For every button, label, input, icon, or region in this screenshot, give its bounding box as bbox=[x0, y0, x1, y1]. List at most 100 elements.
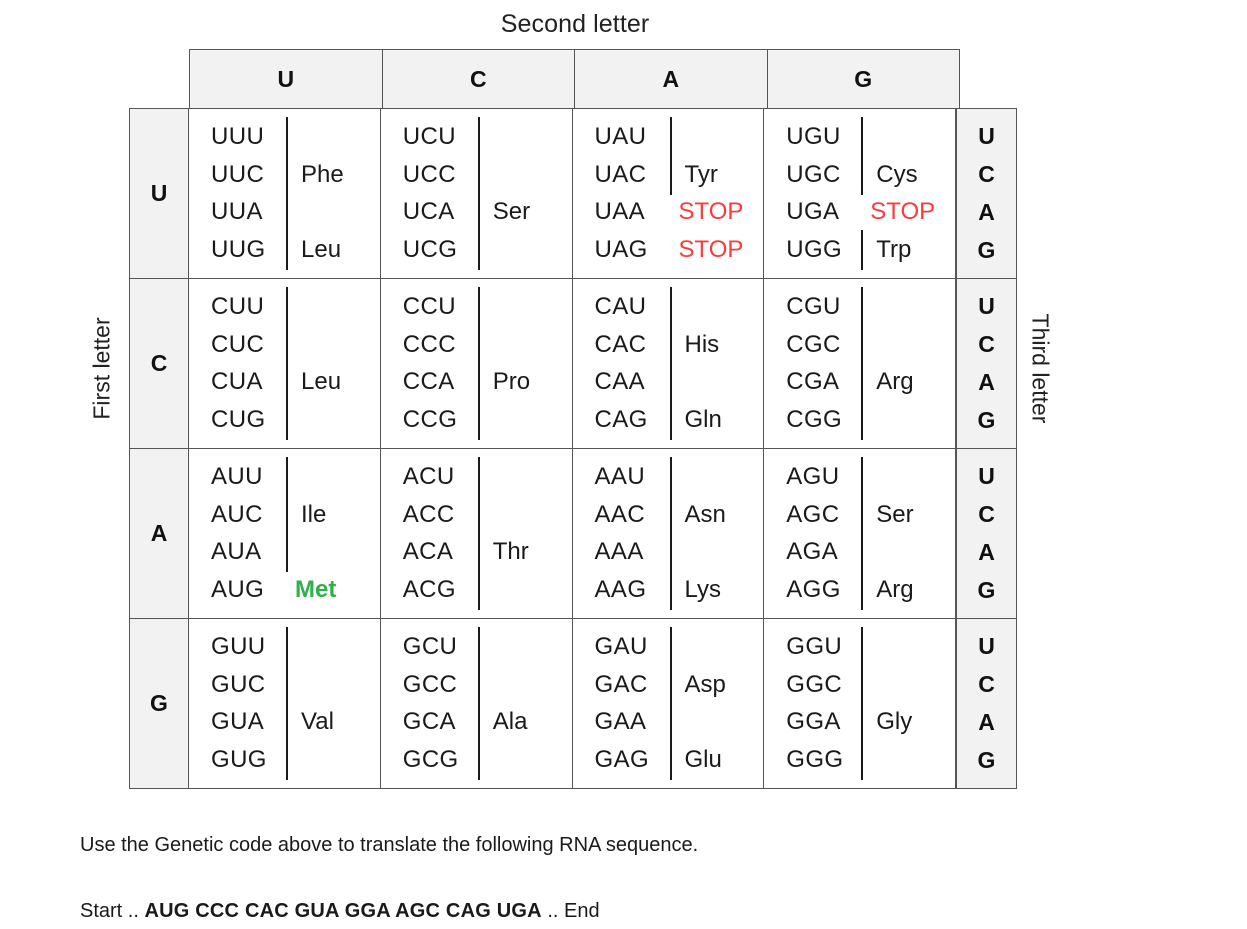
third-letter-a: A bbox=[978, 368, 995, 395]
codon-triplet: CUC bbox=[211, 330, 265, 358]
codon-entry: UUA bbox=[189, 192, 380, 233]
first-letter-cell-a: A bbox=[130, 449, 189, 618]
codon-group-bracket bbox=[477, 702, 480, 743]
codon-group-bracket bbox=[861, 664, 864, 705]
amino-acid-label: Glu bbox=[684, 746, 722, 774]
amino-acid-label: Gln bbox=[684, 406, 722, 434]
sequence-prefix: Start .. bbox=[80, 900, 145, 922]
codon-triplet: UAG bbox=[594, 236, 648, 264]
codon-triplet: CCC bbox=[402, 330, 456, 358]
codon-entry: CUG bbox=[189, 400, 380, 440]
codon-group-bracket bbox=[477, 532, 480, 573]
third-letter-c: C bbox=[978, 671, 995, 698]
second-letter-header-u: U bbox=[190, 50, 383, 108]
codon-group-bracket bbox=[669, 287, 672, 327]
amino-acid-label: Tyr bbox=[684, 160, 718, 188]
codon-entry: GGU bbox=[764, 627, 955, 667]
codon-triplet: CGA bbox=[786, 368, 840, 396]
amino-acid-label: Leu bbox=[301, 236, 342, 264]
codon-triplet: GUA bbox=[211, 708, 265, 736]
codon-group-bracket bbox=[861, 494, 864, 535]
codon-group-bracket bbox=[861, 627, 864, 667]
codon-entry: CGU bbox=[764, 287, 955, 327]
codon-entry: AGU bbox=[764, 457, 955, 497]
codon-group-bracket bbox=[286, 457, 288, 497]
codon-group-bracket bbox=[477, 324, 480, 365]
codon-triplet: UUG bbox=[211, 236, 266, 264]
codon-group-bracket bbox=[669, 570, 672, 610]
codon-triplet: AGU bbox=[786, 462, 840, 490]
codon-group-bracket bbox=[861, 400, 864, 440]
codon-triplet: CGG bbox=[786, 406, 843, 434]
codon-entry: GCC bbox=[381, 664, 572, 705]
codon-entry: CGG bbox=[764, 400, 955, 440]
codon-entry: UAC Tyr bbox=[573, 154, 764, 195]
codon-triplet: GAC bbox=[594, 670, 648, 698]
codon-triplet: GCA bbox=[402, 708, 456, 736]
codon-triplet: ACU bbox=[402, 462, 455, 490]
rna-sequence: AUG CCC CAC GUA GGA AGC CAG UGA bbox=[144, 900, 542, 922]
codon-group-bracket bbox=[286, 362, 288, 403]
codon-group-bracket bbox=[286, 664, 288, 705]
codon-group-bracket bbox=[286, 532, 288, 573]
first-letter-axis-label: First letter bbox=[88, 317, 115, 420]
codon-group-bracket bbox=[861, 570, 864, 610]
codon-triplet: UUU bbox=[211, 122, 265, 150]
codon-triplet: ACC bbox=[402, 500, 455, 528]
codon-triplet: UGA bbox=[786, 198, 840, 226]
codon-entry: GUG bbox=[189, 740, 380, 780]
codon-entry: CUU bbox=[189, 287, 380, 327]
codon-entry: GUU bbox=[189, 627, 380, 667]
codon-triplet: AAC bbox=[594, 500, 646, 528]
codon-triplet: GCU bbox=[402, 632, 458, 660]
codon-triplet: AGA bbox=[786, 538, 839, 566]
genetic-code-figure: Second letter First letter Third letter … bbox=[88, 10, 1054, 789]
codon-triplet: GUG bbox=[211, 746, 267, 774]
third-letter-u: U bbox=[978, 293, 995, 320]
amino-acid-label: Ala bbox=[492, 708, 528, 736]
third-letter-c: C bbox=[978, 331, 995, 358]
codon-group-bracket bbox=[477, 570, 480, 610]
codon-triplet: AUG bbox=[211, 576, 265, 604]
codon-entry: CUC bbox=[189, 324, 380, 365]
third-letter-u: U bbox=[978, 123, 995, 150]
codon-group-bracket bbox=[286, 154, 288, 195]
amino-acid-label: His bbox=[684, 330, 720, 358]
codon-triplet: UAA bbox=[594, 198, 646, 226]
codon-triplet: UCU bbox=[402, 122, 456, 150]
codon-group-bracket bbox=[477, 362, 480, 403]
codon-entry: GCU bbox=[381, 627, 572, 667]
codon-entry: GCA Ala bbox=[381, 702, 572, 743]
rna-sequence-line: Start .. AUG CCC CAC GUA GGA AGC CAG UGA… bbox=[80, 898, 1180, 924]
codon-triplet: CAA bbox=[594, 368, 646, 396]
codon-triplet: UAC bbox=[594, 160, 647, 188]
codon-group-bracket bbox=[669, 457, 672, 497]
codon-group-bracket bbox=[286, 324, 288, 365]
codon-entry: AUA bbox=[189, 532, 380, 573]
codon-triplet: CCU bbox=[402, 292, 456, 320]
amino-acid-label: Ser bbox=[492, 198, 531, 226]
codon-entry: AGA bbox=[764, 532, 955, 573]
codon-triplet: GGA bbox=[786, 708, 841, 736]
